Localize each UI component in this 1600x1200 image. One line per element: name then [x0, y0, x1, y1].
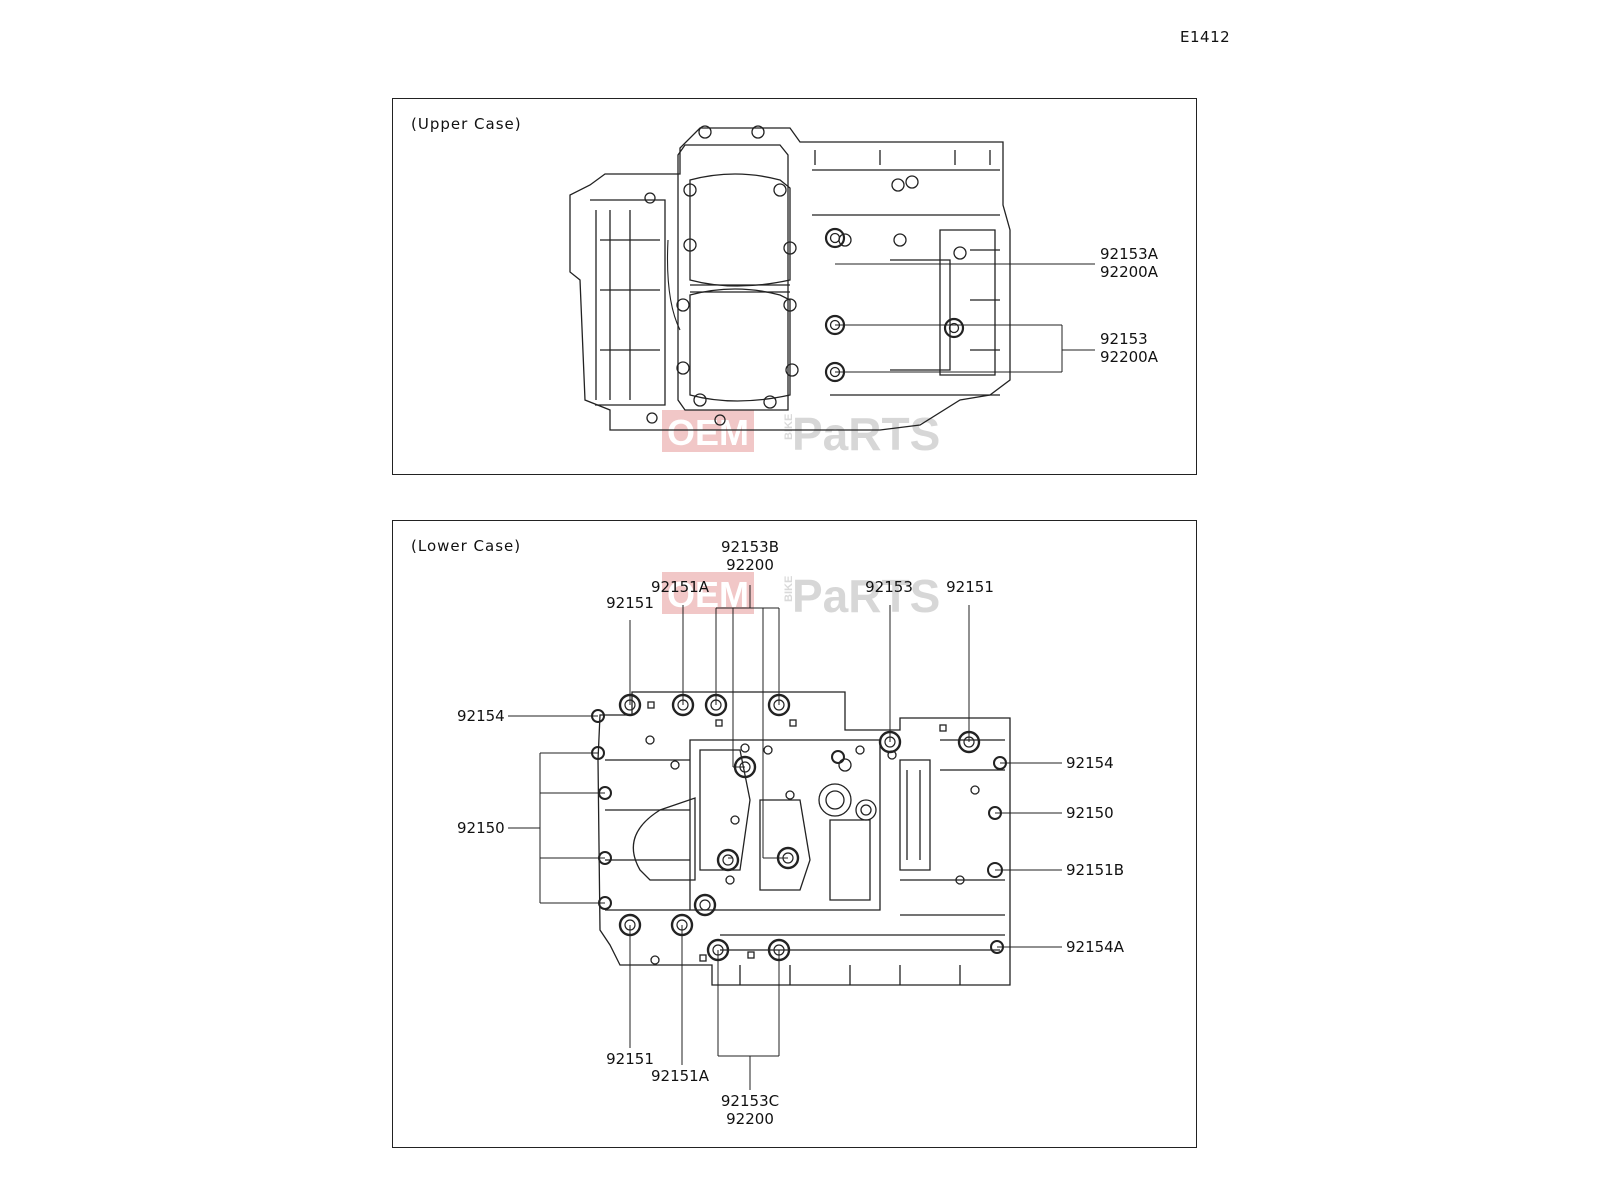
lower-leader-lines	[508, 585, 1062, 1090]
callout-upper-1b: 92200A	[1100, 263, 1159, 281]
watermark-parts: PaRTS	[792, 570, 940, 622]
callout-92154-right: 92154	[1066, 754, 1114, 772]
callout-92150-left: 92150	[457, 819, 505, 837]
callout-92154-left: 92154	[457, 707, 505, 725]
callout-92153b: 92153B	[721, 538, 779, 556]
callout-92151-bottom: 92151	[606, 1050, 654, 1068]
lower-callout-labels: 92153B 92200 92151A 92151 92153 92151 92…	[457, 538, 1125, 1128]
callout-92153c: 92153C	[721, 1092, 779, 1110]
watermark-lower: OEM BIKE PaRTS	[662, 570, 940, 622]
callout-92200-bottom: 92200	[726, 1110, 774, 1128]
callout-92151a-bottom: 92151A	[651, 1067, 710, 1085]
lower-case-title: (Lower Case)	[411, 537, 522, 555]
watermark-oem: OEM	[667, 412, 749, 453]
upper-crankcase-drawing	[569, 125, 1011, 431]
watermark-upper: OEM BIKE PaRTS	[662, 408, 940, 460]
callout-upper-1a: 92153A	[1100, 245, 1159, 263]
lower-crankcase-drawing	[597, 691, 1011, 986]
upper-leader-lines	[835, 263, 1095, 373]
lower-highlighted-bolts	[591, 693, 1007, 962]
callout-92153-top: 92153	[865, 578, 913, 596]
lower-case-panel: (Lower Case)	[392, 520, 1197, 1148]
watermark-bike: BIKE	[783, 414, 795, 440]
callout-92151-top-left: 92151	[606, 594, 654, 612]
watermark-bike: BIKE	[783, 576, 795, 602]
callout-92154a: 92154A	[1066, 938, 1125, 956]
upper-case-panel: (Upper Case)	[392, 98, 1197, 475]
watermark-parts: PaRTS	[792, 408, 940, 460]
callout-upper-2b: 92200A	[1100, 348, 1159, 366]
callout-92151b: 92151B	[1066, 861, 1124, 879]
callout-92150-right: 92150	[1066, 804, 1114, 822]
callout-upper-2a: 92153	[1100, 330, 1148, 348]
upper-callout-labels: 92153A 92200A 92153 92200A	[1100, 245, 1159, 366]
callout-92151a-top: 92151A	[651, 578, 710, 596]
callout-92200-top: 92200	[726, 556, 774, 574]
upper-case-title: (Upper Case)	[411, 115, 522, 133]
diagram-code: E1412	[1180, 28, 1231, 46]
callout-92151-top-right: 92151	[946, 578, 994, 596]
